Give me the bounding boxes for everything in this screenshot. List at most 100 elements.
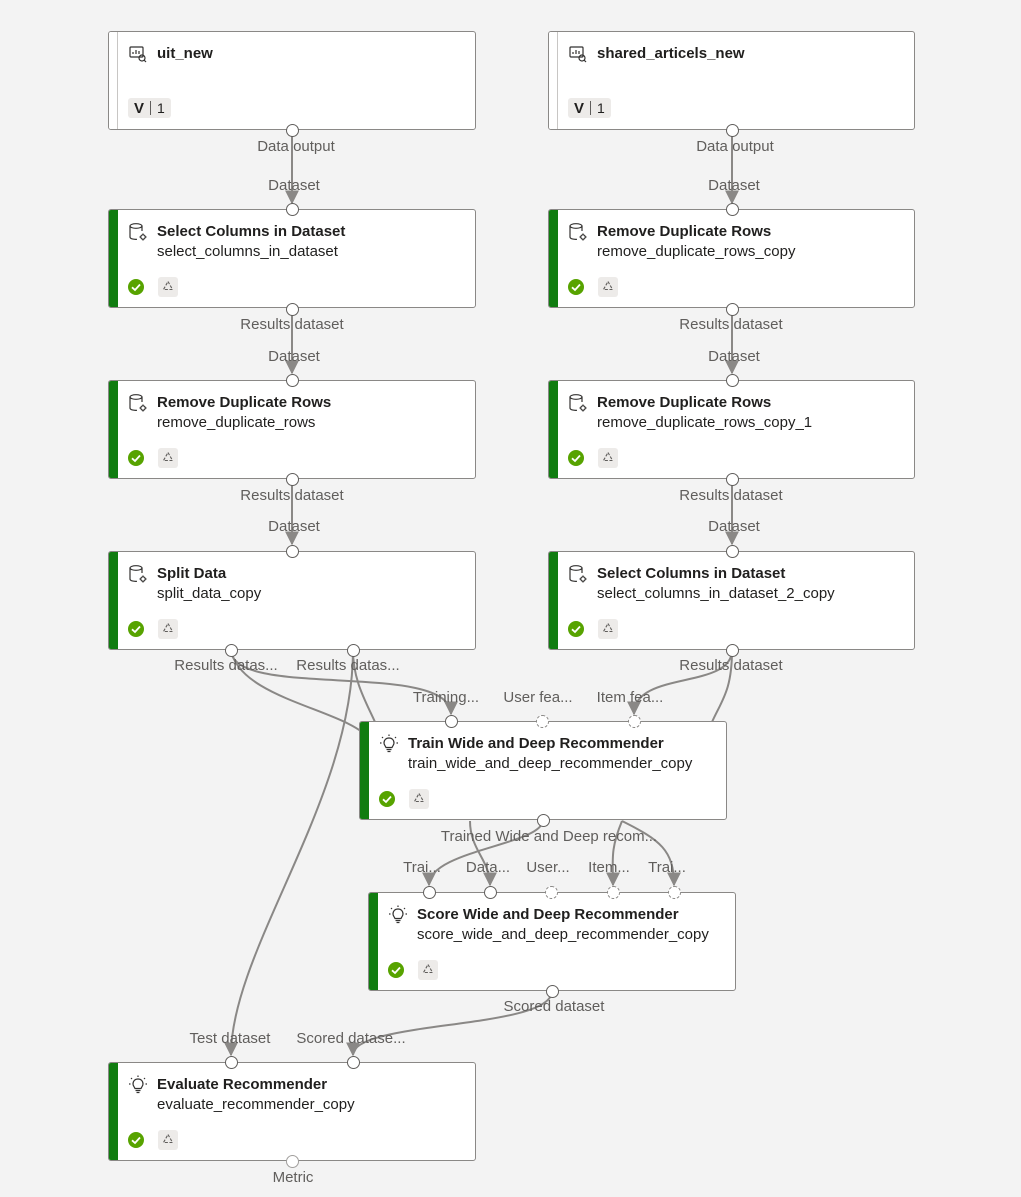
status-success-icon (128, 1132, 144, 1148)
module-node-split-data[interactable]: Split Data split_data_copy (108, 551, 476, 650)
output-port[interactable] (725, 472, 739, 486)
output-port[interactable] (725, 123, 739, 137)
input-port[interactable] (725, 544, 739, 558)
dataset-node-shared-articels-new[interactable]: shared_articels_new V 1 (548, 31, 915, 130)
output-port[interactable] (285, 1154, 299, 1168)
version-badge[interactable]: V 1 (128, 98, 171, 118)
module-node-remove-duplicate-rows-copy-1[interactable]: Remove Duplicate Rows remove_duplicate_r… (548, 380, 915, 479)
output-port[interactable] (536, 813, 550, 827)
node-status-bar (109, 552, 118, 649)
status-success-icon (568, 279, 584, 295)
output-port[interactable] (285, 123, 299, 137)
input-port[interactable] (285, 373, 299, 387)
input-port[interactable] (725, 373, 739, 387)
version-number: 1 (157, 100, 165, 116)
port-label: User... (526, 859, 570, 876)
port-label: Data output (257, 138, 335, 155)
database-gear-icon (128, 393, 148, 413)
input-port[interactable] (285, 544, 299, 558)
port-label: Results dataset (679, 487, 783, 504)
reuse-output-icon[interactable] (158, 619, 178, 639)
output-port[interactable] (224, 643, 238, 657)
port-label: Dataset (268, 518, 320, 535)
reuse-output-icon[interactable] (158, 448, 178, 468)
port-label: Dataset (268, 348, 320, 365)
output-port[interactable] (346, 643, 360, 657)
node-title: Remove Duplicate Rows (597, 394, 772, 411)
port-label: Dataset (708, 348, 760, 365)
module-node-select-columns[interactable]: Select Columns in Dataset select_columns… (108, 209, 476, 308)
edge-select2-to-train (627, 649, 733, 716)
reuse-output-icon[interactable] (409, 789, 429, 809)
status-success-icon (388, 962, 404, 978)
module-node-remove-duplicate-rows[interactable]: Remove Duplicate Rows remove_duplicate_r… (108, 380, 476, 479)
reuse-output-icon[interactable] (158, 1130, 178, 1150)
output-port[interactable] (545, 984, 559, 998)
status-success-icon (568, 621, 584, 637)
edge-split2-to-evaluate (224, 649, 354, 1057)
node-title: shared_articels_new (597, 45, 745, 62)
input-port[interactable] (444, 714, 458, 728)
edge-train-to-score4 (605, 820, 623, 887)
lightbulb-icon (379, 734, 399, 754)
input-port[interactable] (346, 1055, 360, 1069)
node-subtitle: score_wide_and_deep_recommender_copy (417, 926, 709, 943)
input-port-optional[interactable] (606, 885, 620, 899)
port-label: Dataset (708, 177, 760, 194)
port-label: Training... (412, 689, 480, 706)
port-label: Item fea... (596, 689, 664, 706)
edge-train-to-score2 (469, 820, 497, 887)
dataset-node-uit-new[interactable]: uit_new V 1 (108, 31, 476, 130)
input-port[interactable] (285, 202, 299, 216)
reuse-output-icon[interactable] (418, 960, 438, 980)
input-port-optional[interactable] (544, 885, 558, 899)
input-port[interactable] (422, 885, 436, 899)
module-node-select-columns-2[interactable]: Select Columns in Dataset select_columns… (548, 551, 915, 650)
version-letter: V (134, 99, 145, 117)
module-node-score-wide-and-deep[interactable]: Score Wide and Deep Recommender score_wi… (368, 892, 736, 991)
node-status-bar (109, 1063, 118, 1160)
node-subtitle: remove_duplicate_rows_copy_1 (597, 414, 813, 431)
edge-split1-to-score (230, 649, 371, 741)
status-success-icon (379, 791, 395, 807)
database-gear-icon (128, 222, 148, 242)
node-title: Remove Duplicate Rows (597, 223, 772, 240)
node-title: Evaluate Recommender (157, 1076, 328, 1093)
output-port[interactable] (285, 302, 299, 316)
output-port[interactable] (725, 302, 739, 316)
reuse-output-icon[interactable] (598, 277, 618, 297)
status-success-icon (128, 450, 144, 466)
module-node-train-wide-and-deep[interactable]: Train Wide and Deep Recommender train_wi… (359, 721, 727, 820)
input-port-optional[interactable] (667, 885, 681, 899)
port-label: Trained Wide and Deep recom... (440, 828, 658, 845)
edge-select2-to-score (711, 649, 733, 723)
node-title: Score Wide and Deep Recommender (417, 906, 679, 923)
input-port[interactable] (483, 885, 497, 899)
module-node-remove-duplicate-rows-copy[interactable]: Remove Duplicate Rows remove_duplicate_r… (548, 209, 915, 308)
database-gear-icon (128, 564, 148, 584)
version-badge[interactable]: V 1 (568, 98, 611, 118)
reuse-output-icon[interactable] (158, 277, 178, 297)
node-status-bar (369, 893, 378, 990)
reuse-output-icon[interactable] (598, 619, 618, 639)
database-gear-icon (568, 393, 588, 413)
node-title: Select Columns in Dataset (597, 565, 786, 582)
version-divider (150, 101, 152, 115)
input-port[interactable] (725, 202, 739, 216)
port-label: Results dataset (679, 657, 783, 674)
edge-split2-to-train (352, 649, 376, 723)
node-title: uit_new (157, 45, 213, 62)
edge-score-to-evaluate (346, 990, 553, 1057)
edge-split1-to-train (230, 649, 458, 716)
output-port[interactable] (285, 472, 299, 486)
output-port[interactable] (725, 643, 739, 657)
reuse-output-icon[interactable] (598, 448, 618, 468)
input-port[interactable] (224, 1055, 238, 1069)
edge-train-to-score5 (621, 820, 681, 887)
node-subtitle: remove_duplicate_rows_copy (597, 243, 796, 260)
input-port-optional[interactable] (627, 714, 641, 728)
edge-train-to-score1 (422, 819, 544, 887)
module-node-evaluate-recommender[interactable]: Evaluate Recommender evaluate_recommende… (108, 1062, 476, 1161)
input-port-optional[interactable] (535, 714, 549, 728)
